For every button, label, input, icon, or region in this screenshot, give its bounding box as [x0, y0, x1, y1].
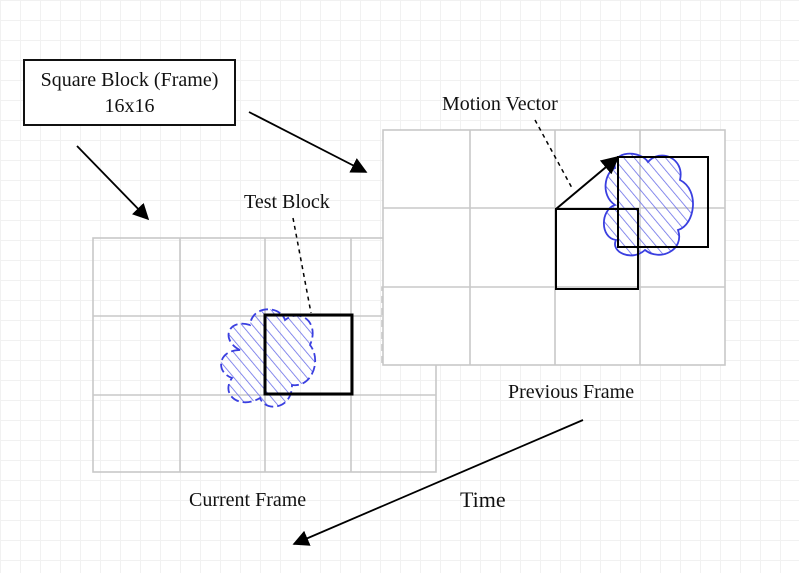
callout-size: 16x16	[104, 94, 155, 117]
motion-vector-label: Motion Vector	[442, 93, 558, 115]
callout-arrow-to-previous	[248, 111, 368, 173]
test-block-label: Test Block	[244, 191, 330, 213]
square-block-callout: Square Block (Frame) 16x16	[23, 59, 236, 126]
motion-vector-leader	[534, 119, 573, 189]
current-frame-grid	[92, 237, 437, 473]
time-arrow	[292, 419, 584, 546]
motion-vector-arrow	[555, 155, 620, 210]
callout-arrow-to-current	[76, 145, 150, 221]
test-block	[263, 313, 354, 396]
matched-block	[617, 156, 709, 248]
callout-title: Square Block (Frame)	[40, 68, 219, 91]
time-label: Time	[460, 487, 506, 512]
previous-frame-label: Previous Frame	[508, 381, 635, 403]
current-frame-object-blob	[220, 308, 317, 408]
test-block-leader	[292, 217, 312, 314]
original-position-block	[555, 208, 639, 290]
current-frame-label: Current Frame	[189, 489, 307, 511]
